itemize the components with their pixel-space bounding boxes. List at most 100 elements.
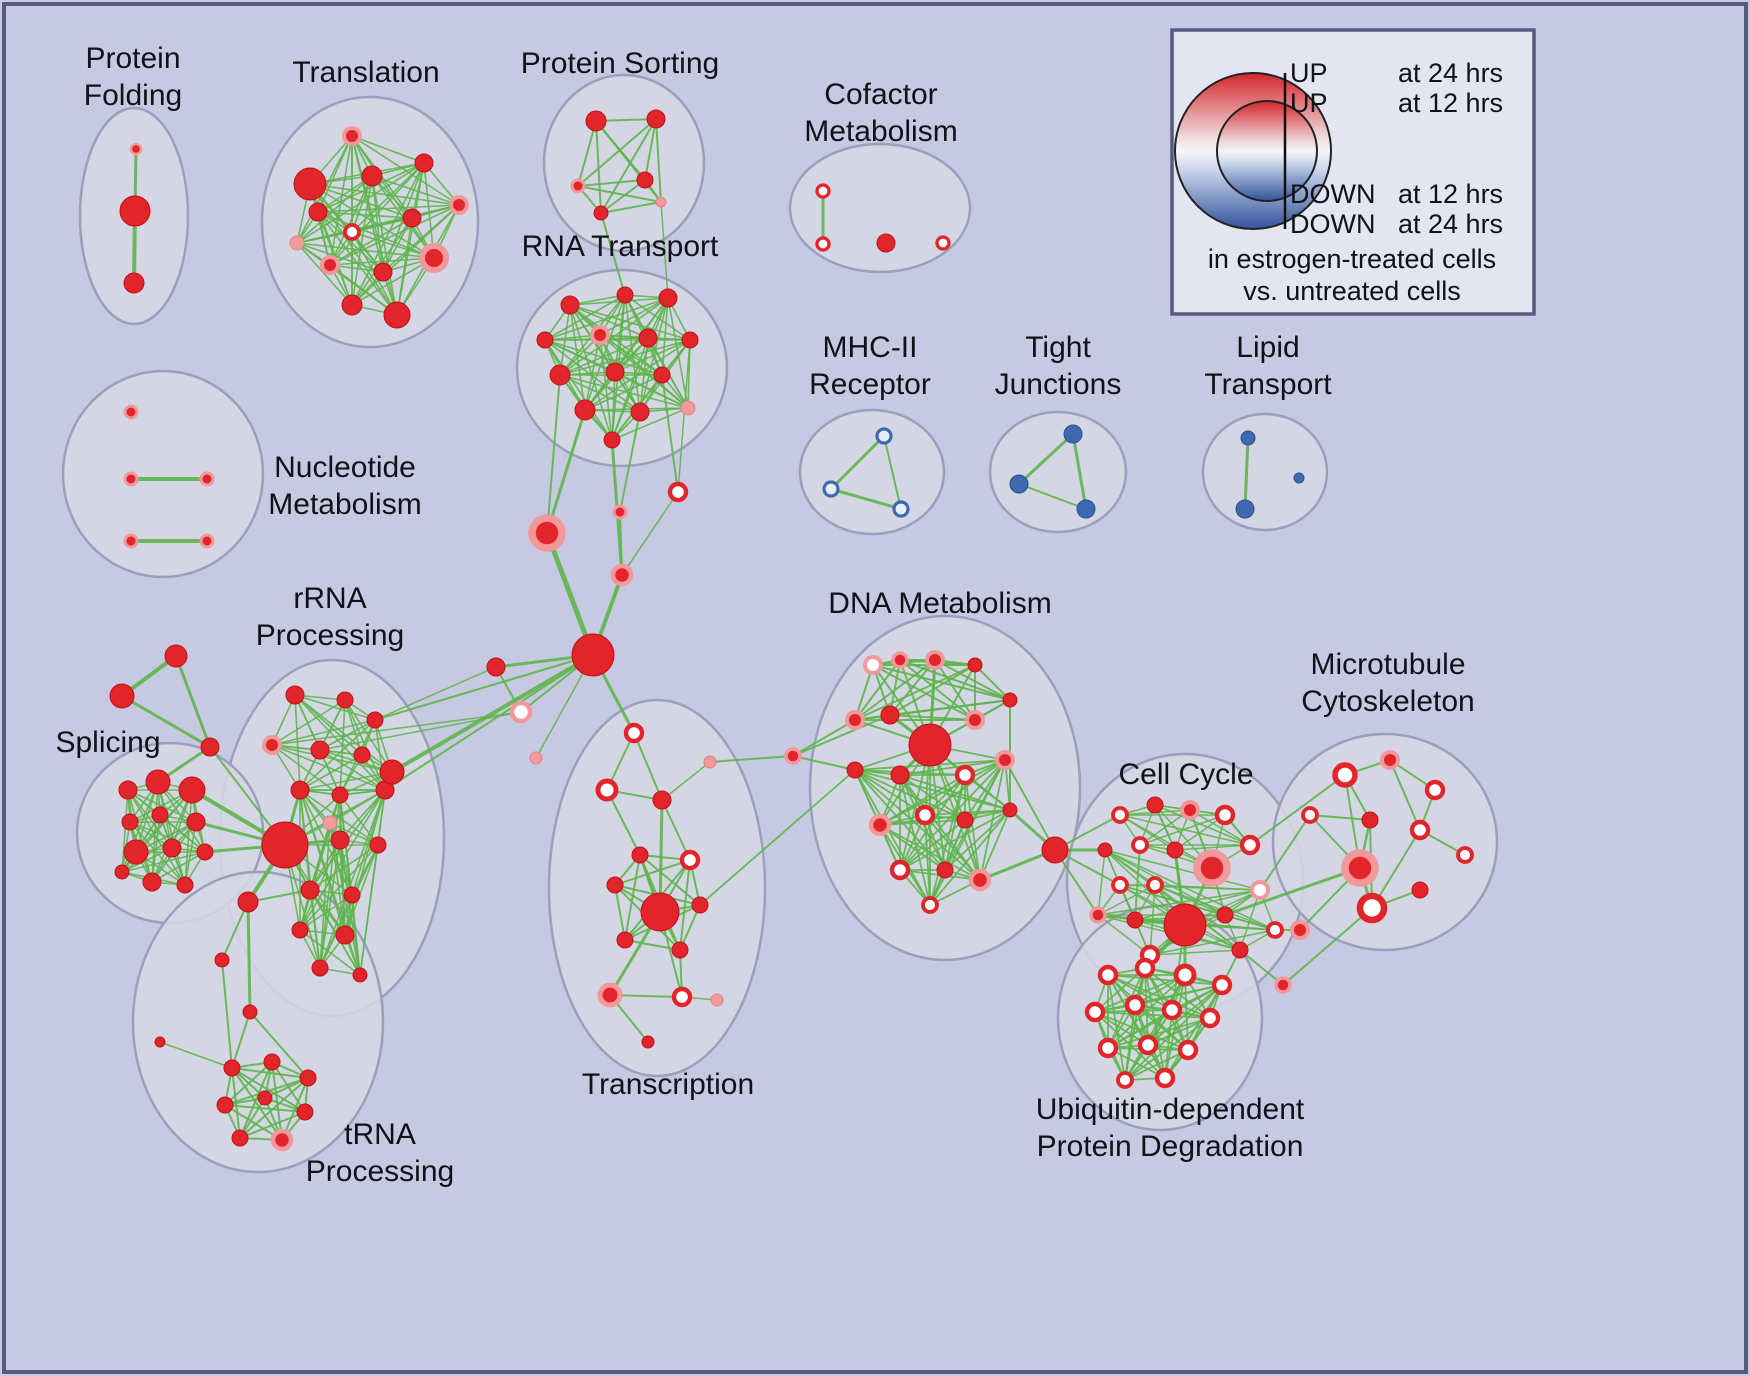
edge: [792, 755, 856, 771]
node-red: [290, 780, 310, 800]
node-ring: [1173, 963, 1197, 987]
edge: [854, 659, 901, 721]
edge: [329, 217, 413, 266]
edge: [1094, 974, 1186, 1013]
edge: [879, 824, 946, 871]
node-red: [257, 1090, 273, 1106]
legend-down-24-dir: DOWN: [1290, 209, 1375, 239]
edge: [319, 749, 386, 791]
edge: [1134, 984, 1223, 1006]
edge: [317, 204, 460, 213]
edge: [619, 411, 641, 513]
cluster-label-transcription: Transcription: [582, 1068, 754, 1101]
node-ring: [1409, 819, 1431, 841]
node-bluering: [892, 500, 910, 518]
edge: [317, 211, 398, 316]
edge: [614, 884, 626, 941]
edge: [879, 824, 981, 881]
edge: [1097, 849, 1106, 916]
node-red: [846, 761, 864, 779]
edge: [577, 185, 662, 203]
edge: [1389, 759, 1421, 831]
node-red: [336, 691, 354, 709]
edge: [299, 894, 353, 931]
legend-up-24-dir: UP: [1290, 58, 1328, 88]
edge: [299, 929, 361, 976]
node-red: [880, 705, 900, 725]
node-red: [263, 1053, 281, 1071]
node-ring: [921, 896, 939, 914]
node-red: [291, 921, 309, 939]
node-pink: [710, 993, 724, 1007]
node-red: [200, 737, 220, 757]
edge: [329, 257, 435, 266]
node-pinkring: [863, 655, 883, 675]
node-bluering: [875, 427, 893, 445]
node-halo: [199, 533, 215, 549]
legend-down-24-time: at 24 hrs: [1398, 209, 1503, 239]
edge: [792, 719, 856, 757]
node-red: [585, 110, 607, 132]
node-red: [311, 959, 329, 977]
node-red: [114, 864, 130, 880]
edge: [1124, 984, 1223, 1081]
edge: [614, 339, 691, 373]
node-red: [379, 759, 405, 785]
node-red: [366, 711, 384, 729]
node-halo: [1290, 920, 1310, 940]
edge: [1094, 967, 1146, 1013]
edge: [129, 821, 186, 886]
node-pink: [703, 755, 717, 769]
edge: [1164, 974, 1186, 1079]
edge: [569, 304, 691, 341]
edge: [1282, 907, 1373, 986]
edge: [1149, 949, 1241, 956]
edge: [174, 654, 212, 749]
node-ring: [343, 223, 361, 241]
edge: [934, 659, 976, 721]
cluster-lipid-transport: [1201, 412, 1329, 532]
edge: [319, 789, 386, 969]
node-red: [936, 861, 954, 879]
node-ring: [595, 778, 619, 802]
edge: [544, 339, 613, 441]
edge: [829, 434, 886, 491]
edge: [271, 744, 341, 796]
edge: [121, 789, 129, 873]
node-red: [296, 1103, 314, 1121]
edge: [1154, 884, 1261, 891]
edge: [1147, 984, 1223, 1046]
node-blue: [1240, 430, 1256, 446]
node-red: [331, 786, 349, 804]
node-red: [361, 165, 383, 187]
node-red: [908, 723, 952, 767]
edge: [159, 814, 206, 853]
node-pinkring: [1250, 880, 1270, 900]
node-red: [151, 806, 169, 824]
edge: [661, 761, 711, 801]
node-ring: [1266, 921, 1284, 939]
node-ring: [1424, 779, 1446, 801]
edge: [157, 781, 206, 853]
node-red: [574, 399, 596, 421]
node-red: [876, 233, 896, 253]
edge: [271, 711, 522, 746]
edge: [611, 407, 689, 441]
edge: [600, 179, 646, 214]
node-red: [308, 202, 328, 222]
edge: [611, 371, 616, 441]
edge: [1149, 929, 1276, 956]
node-ring: [1097, 964, 1119, 986]
edge: [1259, 814, 1311, 891]
edge: [544, 530, 596, 658]
node-red: [293, 167, 327, 201]
edge: [221, 901, 249, 961]
edge: [661, 799, 691, 861]
edge: [544, 294, 626, 341]
edge: [1107, 1009, 1173, 1049]
edge: [239, 1111, 306, 1139]
edge: [121, 851, 206, 873]
edge: [1249, 774, 1346, 846]
node-red: [414, 153, 434, 173]
